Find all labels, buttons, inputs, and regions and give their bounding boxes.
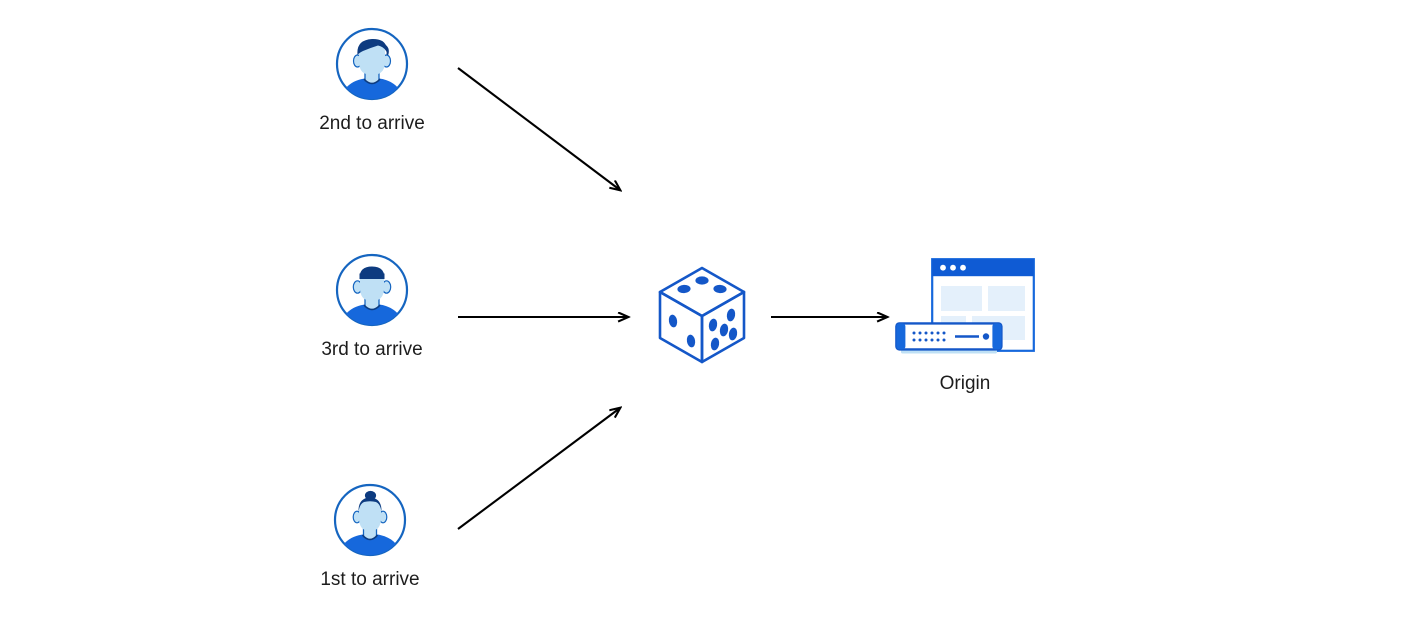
user-node-2nd[interactable]: 2nd to arrive [292, 26, 452, 136]
arrow-1st-to-randomizer [457, 408, 620, 530]
server-device-icon [895, 322, 1003, 354]
user-node-1st[interactable]: 1st to arrive [290, 482, 450, 592]
origin-node[interactable]: Origin [875, 258, 1055, 396]
arrow-2nd-to-randomizer [457, 67, 620, 190]
user-node-2nd-label: 2nd to arrive [319, 113, 425, 134]
avatar-bun-hair-icon [333, 483, 407, 557]
user-node-3rd[interactable]: 3rd to arrive [292, 252, 452, 362]
randomizer-node[interactable] [652, 262, 752, 375]
origin-icon-stack [895, 258, 1035, 358]
origin-node-label: Origin [939, 373, 991, 394]
dice-icon [658, 266, 746, 364]
avatar-crew-cut-icon [335, 253, 409, 327]
avatar-short-hair-icon [335, 27, 409, 101]
user-node-3rd-label: 3rd to arrive [321, 339, 423, 360]
user-node-1st-label: 1st to arrive [320, 569, 420, 590]
